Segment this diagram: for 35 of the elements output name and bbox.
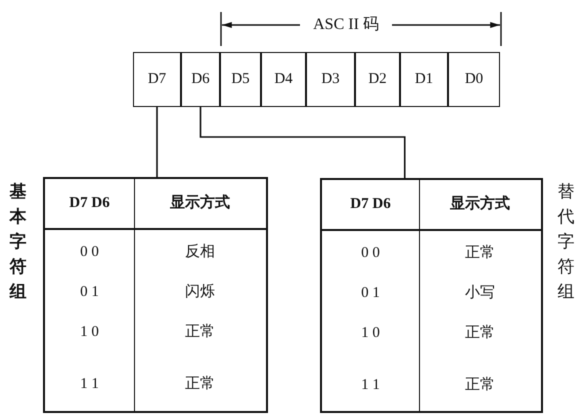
mode-table: [43, 177, 268, 413]
table-cell-text: 1 1: [79, 375, 100, 394]
bit-cell: D5: [220, 52, 261, 107]
column-header: D7 D6: [349, 195, 392, 214]
table-cell-text: 正常: [464, 376, 496, 395]
table-cell-text: 反相: [184, 242, 216, 262]
side-caption: 基本字符组: [8, 181, 28, 304]
column-header: 显示方式: [169, 193, 231, 213]
table-cell-text: 1 0: [79, 323, 100, 342]
bit-cell: D6: [181, 52, 220, 107]
connector-line: [200, 107, 406, 178]
column-header: D7 D6: [68, 194, 111, 213]
mode-table: [320, 178, 543, 413]
side-caption: 替代字符组: [556, 181, 576, 304]
table-cell-text: 0 1: [360, 284, 381, 303]
table-cell-text: 0 0: [79, 243, 100, 262]
table-cell-text: 正常: [464, 244, 496, 263]
table-cell-text: 1 0: [360, 324, 381, 343]
bit-cell: D2: [355, 52, 400, 107]
bit-cell: D3: [306, 52, 355, 107]
table-cell-text: 0 0: [360, 244, 381, 263]
table-cell-text: 正常: [464, 324, 496, 343]
bit-cell: D4: [261, 52, 306, 107]
table-cell-text: 0 1: [79, 283, 100, 302]
table-cell-text: 正常: [184, 322, 216, 342]
table-cell-text: 闪烁: [184, 282, 216, 302]
table-cell-text: 1 1: [360, 376, 381, 395]
bit-cell: D7: [133, 52, 181, 107]
column-header: 显示方式: [449, 194, 511, 214]
bit-cell: D1: [400, 52, 448, 107]
table-cell-text: 正常: [184, 374, 216, 394]
connector-line: [156, 107, 158, 177]
table-cell-text: 小写: [464, 284, 496, 303]
dimension-label: ASC II 码: [312, 15, 380, 35]
bit-cell: D0: [448, 52, 500, 107]
